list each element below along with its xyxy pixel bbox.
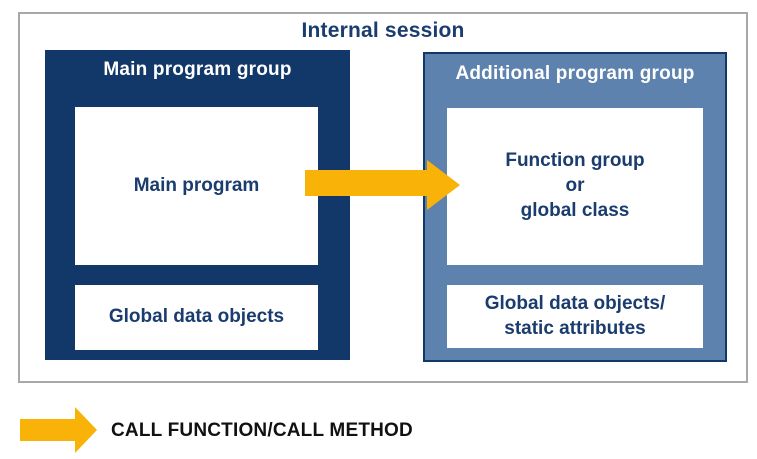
main-program-group: Main program group Main program Global d… (45, 50, 350, 360)
global-data-static-attributes-box: Global data objects/ static attributes (447, 285, 703, 348)
additional-program-group: Additional program group Function group … (423, 52, 727, 362)
function-group-box: Function group or global class (447, 108, 703, 265)
internal-session-container: Internal session Main program group Main… (18, 12, 748, 383)
legend-label: CALL FUNCTION/CALL METHOD (111, 420, 413, 441)
internal-session-title: Internal session (301, 19, 465, 42)
call-arrow-shape (305, 160, 460, 210)
call-arrow-icon (305, 160, 460, 210)
legend-arrow-shape (20, 407, 97, 453)
additional-program-group-label: Additional program group (455, 63, 695, 84)
global-data-objects-box: Global data objects (75, 285, 318, 350)
main-program-box: Main program (75, 107, 318, 265)
legend-arrow-icon (20, 407, 97, 453)
main-program-group-label: Main program group (103, 59, 292, 80)
